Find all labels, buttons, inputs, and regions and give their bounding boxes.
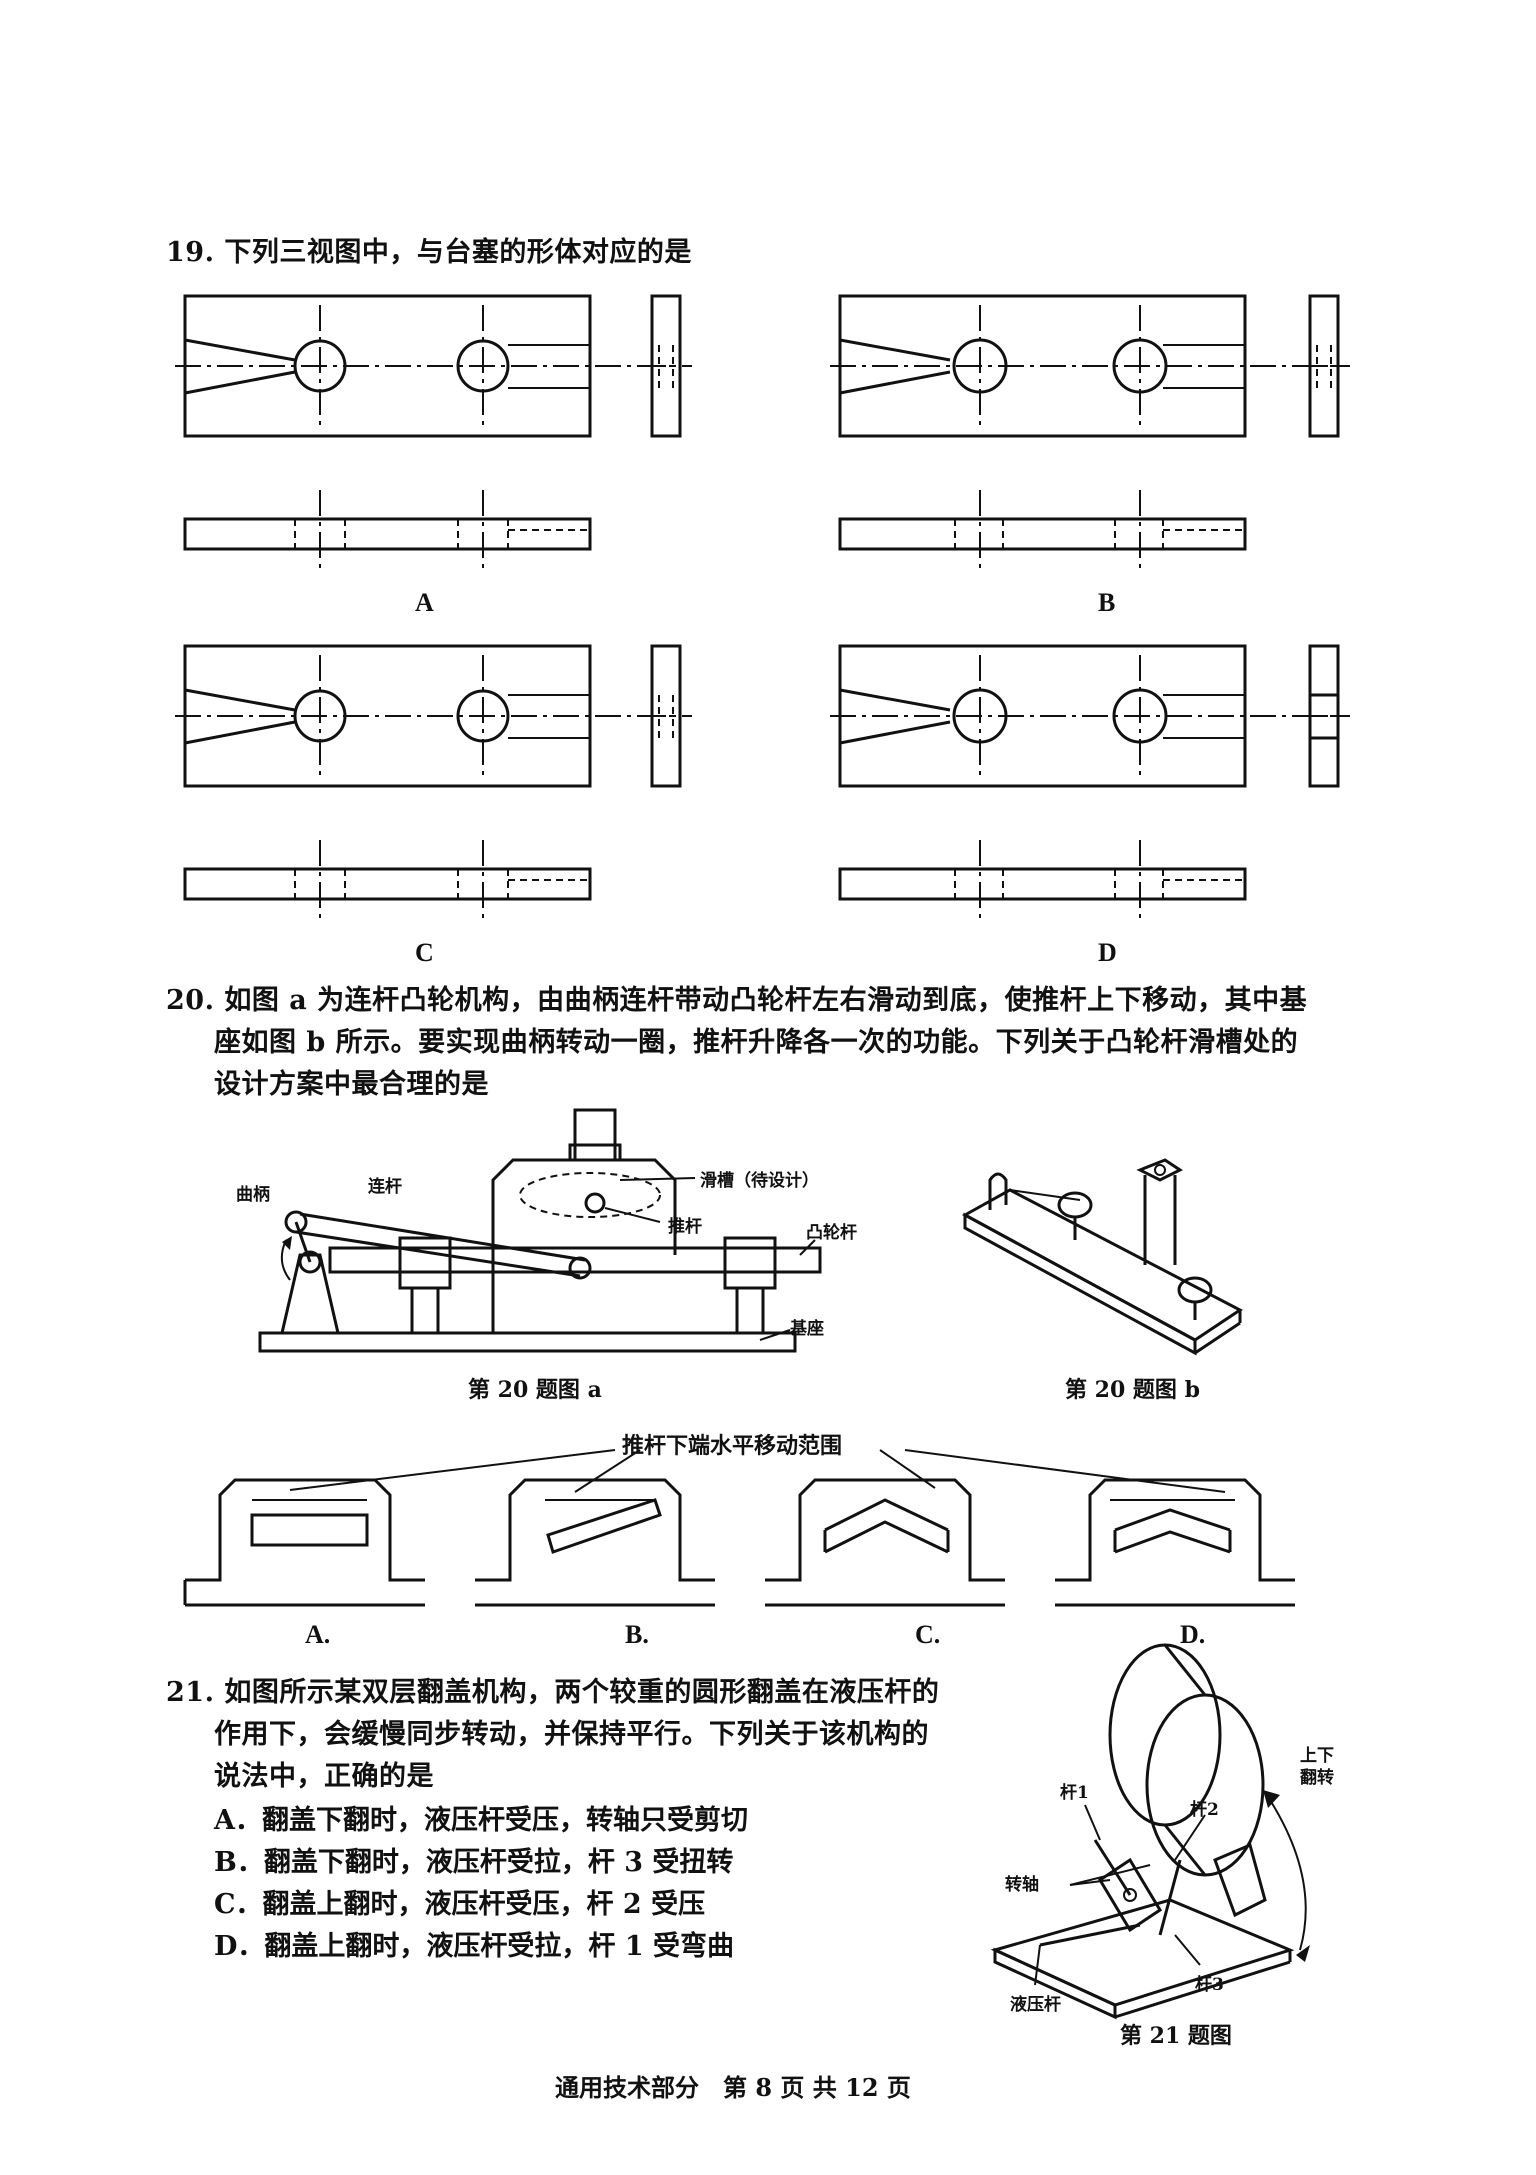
q19-c-top-view (183, 840, 592, 920)
q19-a-front-view (175, 294, 680, 438)
q20-label-link: 连杆 (368, 1177, 402, 1197)
q20-label-cam-rod: 凸轮杆 (806, 1223, 857, 1243)
q19-d-side-view (1298, 644, 1350, 788)
q21-label-rod1: 杆1 (1060, 1783, 1089, 1803)
q20-caption-a: 第 20 题图 a (468, 1377, 602, 1403)
q20-stem-line1: 20. 如图 a 为连杆凸轮机构，由曲柄连杆带动凸轮杆左右滑动到底，使推杆上下移… (166, 985, 1308, 1016)
q21-caption: 第 21 题图 (1120, 2023, 1232, 2049)
q19-a-top-view (183, 490, 592, 570)
q21-label-hydraulic: 液压杆 (1010, 1995, 1061, 2015)
q19-stem: 19. 下列三视图中，与台塞的形体对应的是 (166, 237, 692, 268)
q20-option-c-label[interactable]: C. (915, 1620, 941, 1649)
q20-option-d-label[interactable]: D. (1180, 1620, 1206, 1649)
q21-option-c[interactable]: C．翻盖上翻时，液压杆受压，杆 2 受压 (214, 1889, 706, 1920)
q20-figure-a (258, 1108, 822, 1353)
q20-option-a-label[interactable]: A. (305, 1620, 331, 1649)
q20-stem-line2: 座如图 b 所示。要实现曲柄转动一圈，推杆升降各一次的功能。下列关于凸轮杆滑槽处… (214, 1027, 1299, 1058)
q20-label-base: 基座 (790, 1319, 824, 1339)
q21-option-d[interactable]: D．翻盖上翻时，液压杆受拉，杆 1 受弯曲 (214, 1931, 734, 1962)
q20-label-slot: 滑槽（待设计） (700, 1171, 819, 1191)
page-footer: 通用技术部分 第 8 页 共 12 页 (555, 2073, 911, 2102)
q21-label-flip: 上下翻转 (1300, 1746, 1334, 1788)
q19-b-top-view (838, 490, 1247, 570)
q19-option-b-label[interactable]: B (1098, 588, 1116, 617)
q21-stem-line1: 21. 如图所示某双层翻盖机构，两个较重的圆形翻盖在液压杆的 (166, 1677, 940, 1708)
q20-stem-line3: 设计方案中最合理的是 (214, 1069, 489, 1100)
q21-option-b[interactable]: B．翻盖下翻时，液压杆受拉，杆 3 受扭转 (214, 1847, 734, 1878)
q19-b-side-view (1298, 294, 1350, 438)
q21-stem-line3: 说法中，正确的是 (214, 1761, 434, 1792)
q20-figure-b (961, 1158, 1243, 1356)
q21-label-shaft: 转轴 (1005, 1875, 1039, 1895)
q21-stem-line2: 作用下，会缓慢同步转动，并保持平行。下列关于该机构的 (214, 1719, 929, 1750)
q20-label-push-rod: 推杆 (668, 1217, 702, 1237)
q19-option-d-label[interactable]: D (1098, 938, 1117, 967)
q19-d-top-view (838, 840, 1247, 920)
q20-label-crank: 曲柄 (236, 1185, 270, 1205)
q19-c-front-view (175, 644, 680, 788)
q21-label-rod3: 杆3 (1195, 1975, 1224, 1995)
q20-options-diagrams (183, 1449, 1295, 1607)
q19-option-c-label[interactable]: C (415, 938, 434, 967)
q20-option-b-label[interactable]: B. (625, 1620, 649, 1649)
q19-b-front-view (830, 294, 1345, 438)
q19-c-side-view (640, 644, 692, 788)
q21-label-rod2: 杆2 (1190, 1800, 1219, 1820)
q20-caption-b: 第 20 题图 b (1065, 1377, 1200, 1403)
q19-d-front-view (830, 644, 1345, 788)
q21-option-a[interactable]: A．翻盖下翻时，液压杆受压，转轴只受剪切 (214, 1805, 748, 1836)
q21-figure (990, 1643, 1310, 2020)
q19-option-a-label[interactable]: A (415, 588, 434, 617)
q19-a-side-view (640, 294, 692, 438)
q20-range-label: 推杆下端水平移动范围 (622, 1433, 843, 1459)
